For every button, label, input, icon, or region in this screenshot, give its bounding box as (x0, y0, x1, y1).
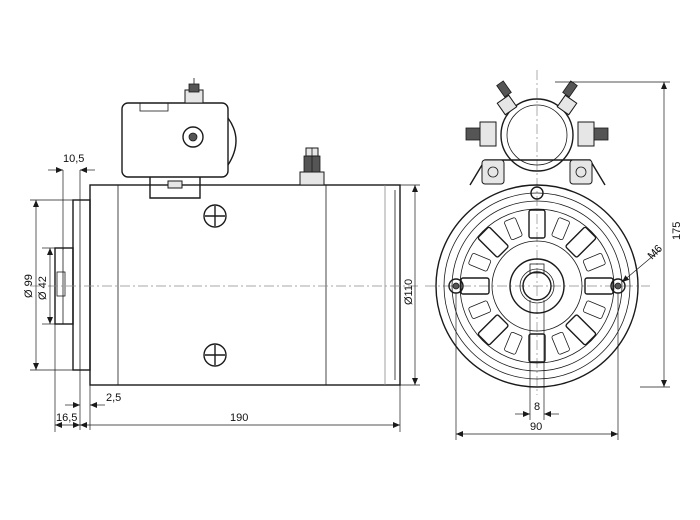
front-view (425, 70, 650, 395)
front-shaft (522, 271, 552, 301)
dim-flange-thickness: 10,5 (63, 153, 84, 165)
side-view (30, 78, 420, 386)
vent-slots (460, 209, 614, 363)
dim-pilot-offset: 2,5 (106, 392, 121, 404)
dim-body-diameter: Ø110 (403, 279, 415, 305)
mounting-flange (72, 199, 91, 371)
front-dimensions: 175 M6 8 90 (455, 81, 683, 440)
terminal-post (299, 147, 325, 186)
front-outer-ring (435, 184, 639, 388)
side-dimensions: 10,5 Ø 99 Ø 42 Ø110 2,5 16,5 190 (23, 153, 420, 432)
dim-body-length: 190 (230, 412, 248, 424)
dim-key-width: 8 (534, 401, 540, 413)
front-solenoid (465, 80, 609, 186)
dim-outer-diameter: Ø 99 (23, 274, 35, 298)
dim-overall-height: 175 (671, 222, 683, 240)
body-screw-top (203, 204, 227, 228)
dim-flange-offset: 16,5 (56, 412, 77, 424)
dim-pilot-diameter: Ø 42 (37, 276, 49, 300)
body-screw-bottom (203, 343, 227, 367)
dim-bolt-spacing: 90 (530, 421, 542, 433)
solenoid (121, 78, 237, 199)
motor-body (89, 184, 401, 386)
